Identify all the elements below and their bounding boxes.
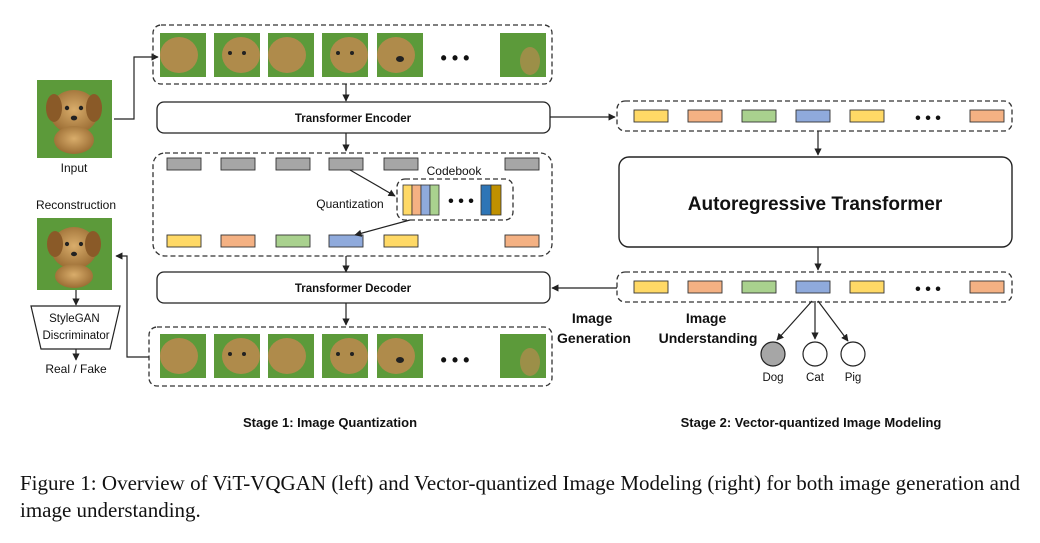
input-patches-ellipsis: • • •	[441, 48, 470, 68]
transformer-decoder-box	[156, 271, 551, 304]
autoregressive-transformer-label: Autoregressive Transformer	[688, 194, 943, 215]
dog-class-label: Dog	[762, 372, 783, 384]
output-patch-row	[160, 334, 546, 378]
input-label: Input	[61, 161, 88, 175]
image-patch	[377, 334, 423, 378]
image-patch	[214, 334, 260, 378]
token	[741, 280, 777, 294]
token	[849, 280, 885, 294]
pig-class-label: Pig	[845, 372, 862, 384]
discriminator-label: StyleGAN Discriminator	[42, 313, 109, 342]
image-patch	[322, 33, 368, 77]
codebook-entries	[402, 184, 502, 216]
transformer-decoder-label: Transformer Decoder	[295, 283, 412, 295]
latent-token-row	[166, 157, 540, 171]
stage2-title: Stage 2: Vector-quantized Image Modeling	[681, 415, 942, 430]
token	[849, 109, 885, 123]
real-fake-label: Real / Fake	[45, 362, 107, 376]
image-patch	[268, 33, 314, 77]
token	[383, 157, 419, 171]
image-patch	[322, 334, 368, 378]
token	[741, 109, 777, 123]
token	[328, 157, 364, 171]
token	[969, 109, 1005, 123]
image-patch	[160, 334, 206, 378]
token	[383, 234, 419, 248]
codebook-entry	[480, 184, 492, 216]
token	[687, 280, 723, 294]
stage2-input-tokens-box	[616, 100, 1013, 132]
image-patch	[160, 33, 206, 77]
dog-class-node	[760, 341, 786, 367]
image-patch	[268, 334, 314, 378]
token	[166, 234, 202, 248]
output-to-reconstruction-arrow	[115, 252, 149, 358]
latent-to-codebook-arrow	[349, 169, 396, 197]
reconstruction-image	[37, 218, 112, 290]
quantized-token-row	[166, 234, 540, 248]
reconstruction-label: Reconstruction	[36, 198, 116, 212]
codebook-entry	[420, 184, 431, 216]
figure-caption: Figure 1: Overview of ViT-VQGAN (left) a…	[20, 471, 1020, 522]
to-dog-arrow	[776, 300, 813, 341]
stylegan-discriminator-box	[30, 305, 121, 350]
cat-class-node	[802, 341, 828, 367]
codebook-box	[396, 178, 514, 221]
image-understanding-label: Image Understanding	[659, 310, 758, 346]
output-patches-ellipsis: • • •	[441, 350, 470, 370]
to-pig-arrow	[817, 300, 849, 342]
quantization-label: Quantization	[316, 197, 383, 211]
image-generation-label: Image Generation	[557, 310, 631, 346]
token	[166, 157, 202, 171]
codebook-to-quantized-arrow	[354, 219, 411, 237]
vit-vqgan-diagram: Input Reconstruction StyleGAN Discrimina…	[30, 24, 1013, 430]
image-patch	[500, 33, 546, 77]
token	[275, 234, 311, 248]
stage2-output-tokens-box	[616, 271, 1013, 303]
image-patch	[377, 33, 423, 77]
stage1-title: Stage 1: Image Quantization	[243, 415, 417, 430]
stage2-input-token-row	[633, 109, 1005, 123]
token	[275, 157, 311, 171]
token	[504, 234, 540, 248]
token	[687, 109, 723, 123]
input-patches-box	[152, 24, 553, 85]
token	[220, 234, 256, 248]
codebook-ellipsis: • • •	[448, 193, 474, 210]
input-image	[37, 80, 112, 158]
codebook-entry	[402, 184, 413, 216]
codebook-label: Codebook	[427, 164, 483, 178]
token	[220, 157, 256, 171]
stage2-input-ellipsis: • • •	[915, 110, 941, 127]
token	[328, 234, 364, 248]
token	[633, 109, 669, 123]
cat-class-label: Cat	[806, 372, 825, 384]
codebook-entry	[411, 184, 422, 216]
transformer-encoder-label: Transformer Encoder	[295, 113, 412, 125]
autoregressive-transformer-box	[618, 156, 1013, 248]
stage2-output-token-row	[633, 280, 1005, 294]
image-patch	[214, 33, 260, 77]
codebook-entry	[429, 184, 440, 216]
token	[795, 280, 831, 294]
quantization-region	[152, 152, 553, 257]
token	[795, 109, 831, 123]
input-patch-row	[160, 33, 546, 77]
token	[504, 157, 540, 171]
stage2-output-ellipsis: • • •	[915, 281, 941, 298]
codebook-entry	[490, 184, 502, 216]
pig-class-node	[840, 341, 866, 367]
token	[633, 280, 669, 294]
token	[969, 280, 1005, 294]
input-to-patches-arrow	[114, 53, 159, 120]
image-patch	[500, 334, 546, 378]
